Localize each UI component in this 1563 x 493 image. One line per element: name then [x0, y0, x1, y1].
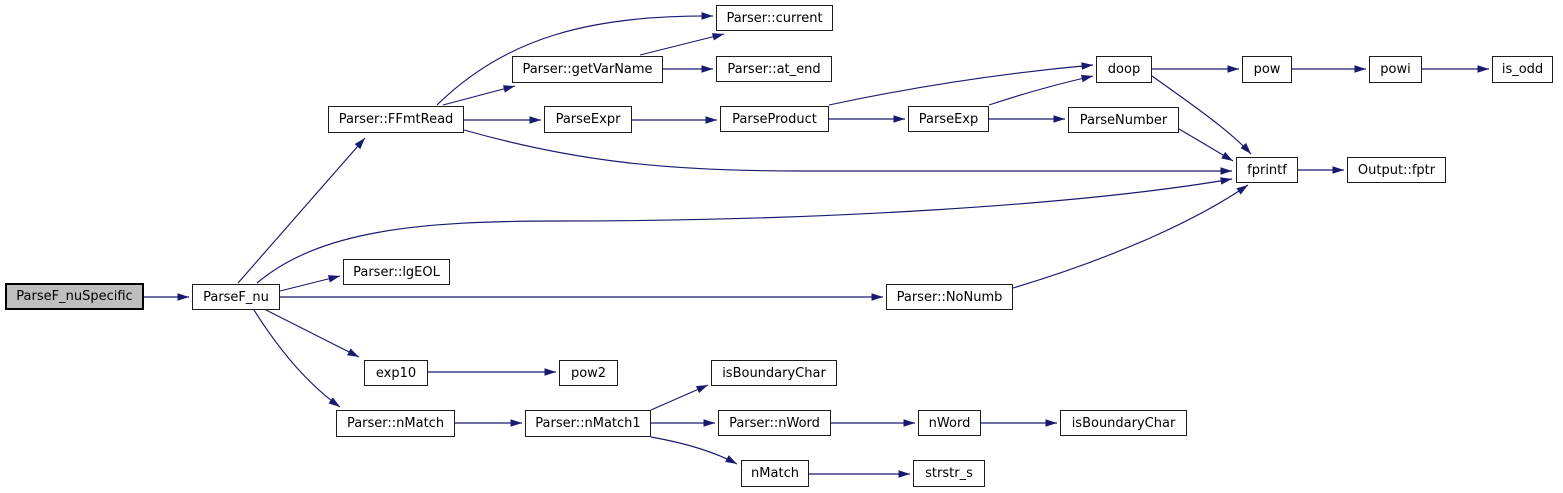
graph-node-label: Parser::NoNumb [896, 289, 1003, 305]
edge-doop-fprintf [1151, 75, 1252, 155]
graph-node-label: isBoundaryChar [1071, 415, 1176, 431]
graph-node-doop[interactable]: doop [1096, 56, 1152, 83]
graph-node-fprintf[interactable]: fprintf [1236, 157, 1298, 183]
graph-node-label: pow [1253, 62, 1281, 77]
edge-parsef_nu-fprintf [256, 177, 1233, 284]
edge-getvarname-current [639, 33, 725, 56]
graph-node-parseexpr[interactable]: ParseExpr [544, 106, 632, 133]
graph-node-label: powi [1380, 62, 1411, 77]
graph-node-label: fprintf [1247, 162, 1287, 178]
graph-node-label: Parser::nMatch [346, 416, 445, 431]
graph-node-isboundary2[interactable]: isBoundaryChar [1060, 410, 1187, 436]
edge-parsef_nu-exp10 [265, 309, 360, 358]
graph-node-output_fptr[interactable]: Output::fptr [1347, 157, 1446, 183]
graph-node-label: Parser::getVarName [522, 62, 653, 77]
edge-parsef_nu-lgeol [279, 275, 341, 292]
graph-node-nmatch2[interactable]: nMatch [741, 460, 809, 487]
graph-node-parseexp[interactable]: ParseExp [908, 106, 989, 132]
graph-node-parsef_nuspecific[interactable]: ParseF_nuSpecific [5, 283, 144, 310]
graph-node-label: Parser::lgEOL [353, 264, 440, 280]
graph-node-nmatch_p[interactable]: Parser::nMatch [336, 410, 455, 437]
graph-node-label: ParseExpr [555, 112, 621, 127]
edge-nonumb-fprintf [1012, 184, 1249, 289]
edge-ffmtread-fprintf [463, 129, 1232, 175]
graph-node-nmatch1[interactable]: Parser::nMatch1 [525, 410, 651, 437]
edge-parsef_nu-ffmtread [237, 137, 366, 284]
graph-node-parsenumber[interactable]: ParseNumber [1068, 107, 1179, 133]
graph-node-ffmtread[interactable]: Parser::FFmtRead [328, 106, 464, 133]
graph-node-getvarname[interactable]: Parser::getVarName [512, 56, 663, 83]
graph-node-label: nMatch [751, 466, 799, 481]
graph-node-label: ParseExp [918, 111, 979, 127]
graph-node-powi[interactable]: powi [1369, 56, 1422, 83]
edge-parsenumber-fprintf [1178, 128, 1234, 162]
graph-node-strstr_s[interactable]: strstr_s [913, 460, 985, 487]
graph-node-label: doop [1107, 62, 1141, 77]
graph-node-current[interactable]: Parser::current [716, 5, 833, 31]
graph-node-is_odd[interactable]: is_odd [1492, 56, 1553, 83]
edge-nmatch1-nmatch2 [650, 436, 738, 465]
graph-node-pow[interactable]: pow [1242, 56, 1292, 83]
graph-node-label: is_odd [1501, 62, 1544, 77]
graph-node-parsef_nu[interactable]: ParseF_nu [192, 284, 280, 310]
edge-parseproduct-doop [828, 62, 1094, 106]
graph-node-nword[interactable]: nWord [918, 410, 981, 436]
graph-node-nonumb[interactable]: Parser::NoNumb [886, 284, 1013, 310]
graph-node-label: isBoundaryChar [722, 365, 826, 381]
edge-parsef_nu-nmatch_p [253, 309, 341, 408]
graph-node-isboundary1[interactable]: isBoundaryChar [711, 360, 837, 386]
graph-node-label: ParseF_nuSpecific [16, 289, 133, 304]
graph-node-label: ParseF_nu [203, 289, 269, 305]
graph-node-parseproduct[interactable]: ParseProduct [720, 106, 829, 132]
edge-parseexp-doop [988, 74, 1094, 106]
graph-node-label: ParseNumber [1079, 112, 1168, 128]
graph-node-label: Parser::nMatch1 [535, 416, 641, 431]
graph-node-label: Parser::nWord [729, 415, 820, 431]
graph-node-label: Output::fptr [1357, 162, 1436, 178]
graph-node-label: Parser::at_end [727, 61, 821, 77]
graph-node-lgeol[interactable]: Parser::lgEOL [343, 259, 450, 285]
edge-ffmtread-current [436, 12, 714, 106]
graph-node-label: nWord [928, 415, 971, 431]
graph-node-exp10[interactable]: exp10 [364, 360, 428, 386]
graph-node-pow2[interactable]: pow2 [559, 360, 618, 386]
edge-ffmtread-getvarname [442, 85, 516, 106]
graph-node-label: Parser::current [726, 10, 823, 26]
graph-node-label: Parser::FFmtRead [338, 112, 454, 127]
graph-node-label: strstr_s [925, 466, 973, 481]
edge-nmatch1-isboundary1 [650, 384, 709, 411]
edge-group [144, 12, 1489, 478]
graph-node-at_end[interactable]: Parser::at_end [716, 56, 832, 82]
graph-node-label: ParseProduct [732, 111, 817, 127]
graph-node-label: pow2 [570, 365, 607, 381]
graph-node-nword_p[interactable]: Parser::nWord [718, 410, 831, 436]
graph-node-label: exp10 [375, 365, 417, 381]
